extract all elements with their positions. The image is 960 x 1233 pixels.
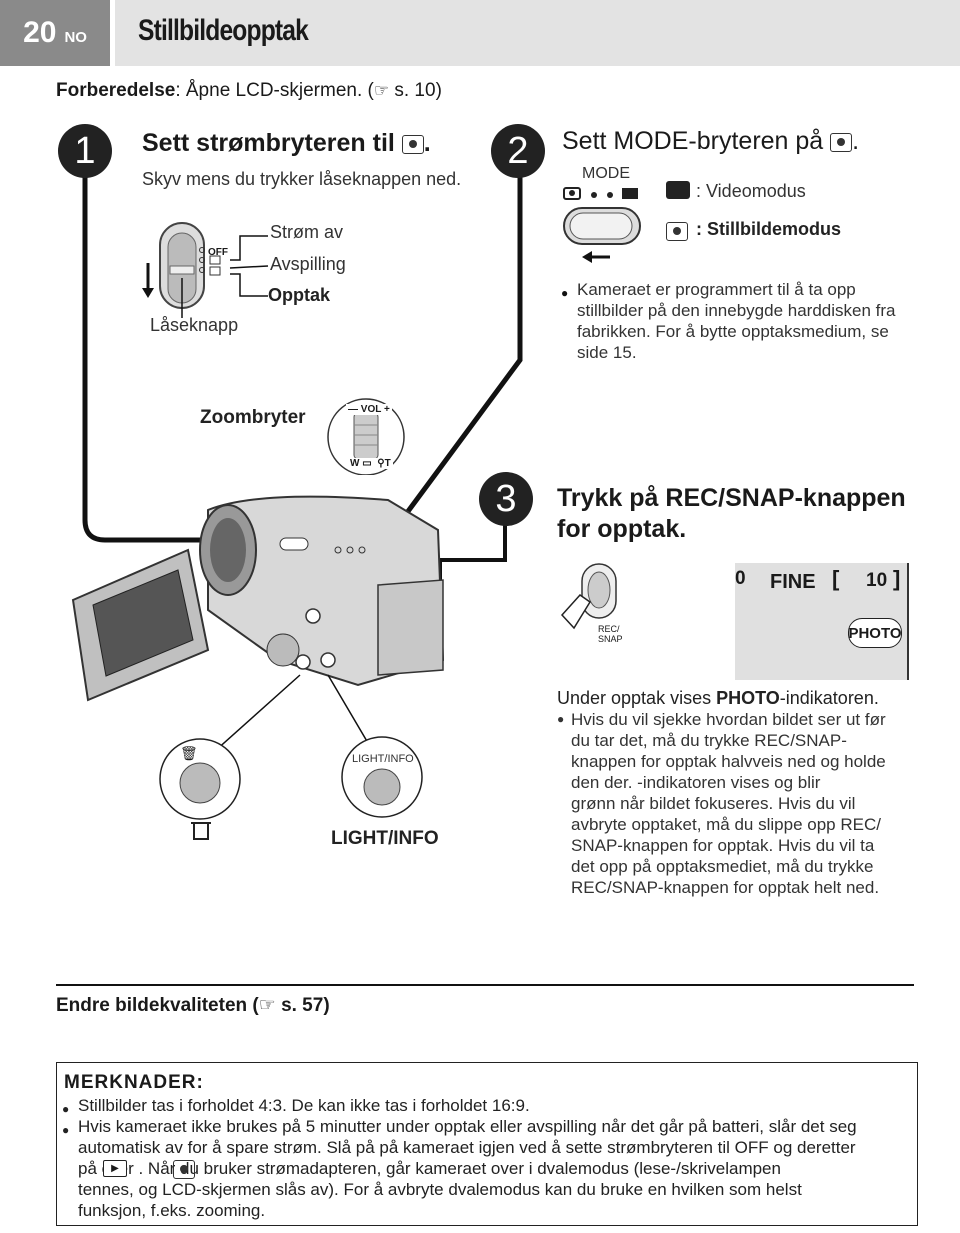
mode-switch-illustration: [563, 187, 641, 263]
camcorder-illustration: [71, 495, 445, 702]
vol-text: VOL: [360, 404, 382, 415]
rec-snap-label-1: REC/: [598, 624, 620, 634]
preparation-text: : Åpne LCD-skjermen. (: [175, 80, 374, 101]
step-3-circle: 3: [479, 472, 533, 526]
bullet-line: den der. -indikatoren vises og blir: [571, 773, 821, 792]
hand-pointer-icon: ☞: [258, 995, 276, 1016]
light-info-label: LIGHT/INFO: [331, 828, 439, 849]
record-mode-icon: [401, 134, 424, 154]
page-number-box: 20 NO: [0, 0, 110, 66]
note-line: på eller . Når du bruker strømadapteren,…: [78, 1159, 781, 1178]
rec-snap-button-illustration: [560, 563, 617, 630]
bullet-line: SNAP-knappen for opptak. Hvis du vil ta: [571, 836, 875, 855]
step-2-title: Sett MODE-bryteren på .: [562, 127, 860, 155]
page-language: NO: [64, 28, 87, 46]
step-3-title-line-2: for opptak.: [557, 515, 687, 543]
w-text: W: [350, 458, 360, 469]
bullet-line: REC/SNAP-knappen for opptak helt ned.: [571, 878, 880, 897]
under-b: -indikatoren.: [779, 688, 879, 708]
mode-label: MODE: [582, 165, 630, 182]
bullet-line: Hvis du vil sjekke hvordan bildet ser ut…: [571, 710, 886, 729]
step-2-bullet: Kameraet er programmert til å ta opp sti…: [561, 279, 907, 363]
video-mode-label: : Videomodus: [696, 181, 806, 201]
notes-box: [56, 1062, 918, 1226]
step-2-title-text: Sett MODE-bryteren på: [562, 127, 824, 155]
step-1-desc: Skyv mens du trykker låseknappen ned.: [142, 169, 462, 189]
bullet-line: grønn når bildet fokuseres. Hvis du vil: [571, 794, 856, 813]
note-item: Stillbilder tas i forholdet 4:3. De kan …: [62, 1095, 908, 1120]
preparation-ref: s. 10): [394, 80, 442, 101]
lock-button-label: Låseknapp: [150, 315, 239, 335]
label-power-off: Strøm av: [270, 222, 344, 242]
power-switch-illustration: [142, 222, 269, 318]
screen-bracket-close: ]: [893, 566, 901, 591]
vol-label: — VOL +: [346, 404, 392, 415]
step-3-bullet: ● Hvis du vil sjekke hvordan bildet ser …: [557, 709, 916, 898]
screen-photo-badge: PHOTO: [848, 618, 902, 648]
wt-label: W ▭ ⚲T: [348, 458, 393, 469]
note-line: tennes, og LCD-skjermen slås av). For å …: [78, 1180, 802, 1199]
still-mode-icon: [666, 222, 688, 241]
step-1-title: Sett strømbryteren til .: [142, 129, 431, 157]
section-divider: [56, 984, 914, 986]
preparation-label: Forberedelse: [56, 80, 176, 101]
bullet-line: knappen for opptak halvveis ned og holde: [571, 752, 886, 771]
note-item: Hvis kameraet ikke brukes på 5 minutter …: [62, 1116, 908, 1141]
screen-partial-digit: 0: [735, 568, 746, 589]
label-playback: Avspilling: [270, 254, 346, 274]
note-line: funksjon, f.eks. zooming.: [78, 1201, 266, 1220]
rec-snap-label-2: SNAP: [598, 634, 623, 644]
zoom-lever-illustration: [327, 398, 405, 475]
t-text: T: [384, 458, 391, 469]
quality-ref: s. 57): [281, 995, 330, 1016]
notes-title: MERKNADER:: [64, 1072, 204, 1093]
preparation-line: Forberedelse: Åpne LCD-skjermen. (☞ s. 1…: [56, 80, 442, 102]
light-info-small-label: LIGHT/INFO: [352, 753, 414, 765]
camera-icon: [830, 132, 853, 152]
trash-icon: 🗑: [180, 745, 198, 761]
label-record: Opptak: [268, 285, 331, 305]
quality-text: Endre bildekvaliteten (: [56, 995, 259, 1016]
light-info-button-illustration: [341, 736, 423, 818]
step-1-title-text: Sett strømbryteren til: [142, 129, 395, 157]
bullet-line: det opp på opptaksmediet, må du trykke: [571, 857, 874, 876]
under-a: Under opptak vises: [557, 688, 717, 708]
bullet-dot: ●: [557, 712, 565, 726]
bullet-line: du tar det, må du trykke REC/SNAP-: [571, 731, 847, 750]
image-quality-link[interactable]: Endre bildekvaliteten (☞ s. 57): [56, 994, 330, 1017]
step-3-title-line-1: Trykk på REC/SNAP-knappen: [557, 484, 906, 512]
hand-pointer-icon: ☞: [373, 81, 390, 100]
step-2-circle: 2: [491, 124, 545, 178]
record-icon: [173, 1160, 195, 1179]
screen-fine: FINE: [770, 571, 816, 593]
under-bold: PHOTO: [716, 688, 780, 708]
video-mode-icon: [666, 181, 690, 199]
screen-count: 10: [866, 570, 888, 591]
delete-button-illustration: [159, 738, 241, 840]
still-mode-label: : Stillbildemodus: [696, 219, 842, 239]
page-title: Stillbildeopptak: [138, 14, 309, 47]
switch-off-label: OFF: [208, 247, 228, 258]
step-1-circle: 1: [58, 124, 112, 178]
rec-snap-label: REC/SNAP: [598, 624, 623, 644]
under-recording-text: Under opptak vises PHOTO-indikatoren.: [557, 688, 879, 709]
step-3-number: 3: [495, 477, 517, 520]
page-number: 20: [23, 16, 57, 49]
note-line: automatisk av for å spare strøm. Slå på …: [78, 1138, 856, 1157]
bullet-line: avbryte opptaket, må du slippe opp REC/: [571, 815, 881, 834]
play-icon: ▶: [103, 1160, 127, 1177]
zoom-label: Zoombryter: [200, 407, 306, 428]
title-bar: [115, 0, 960, 66]
screen-bracket-open: [: [832, 566, 840, 591]
step-1-number: 1: [74, 129, 96, 172]
step-2-number: 2: [507, 129, 529, 172]
